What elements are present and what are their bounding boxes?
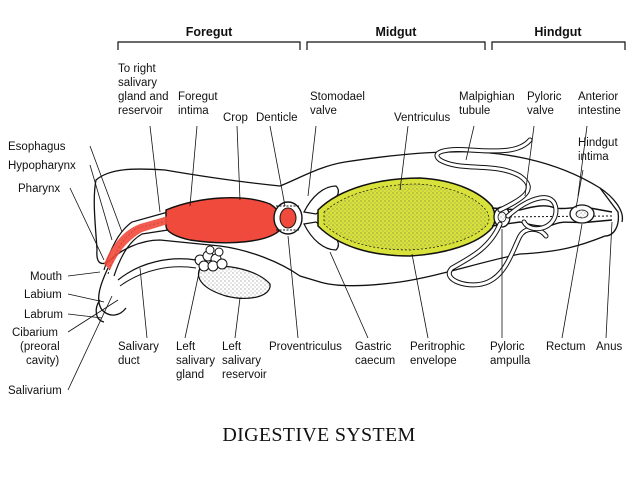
label-left-gland-1: Left <box>176 341 196 353</box>
esophagus-red-band <box>104 216 168 270</box>
label-mouth: Mouth <box>30 271 62 283</box>
labels: To right salivary gland and reservoir Fo… <box>8 63 622 397</box>
label-anterior-2: intestine <box>578 105 621 117</box>
head-lobe <box>98 267 127 316</box>
foregut-bracket <box>117 41 301 50</box>
label-anus: Anus <box>596 341 622 353</box>
salivary-system <box>117 245 271 299</box>
label-hindgut-intima-1: Hindgut <box>578 137 618 149</box>
label-anterior-1: Anterior <box>578 91 618 103</box>
region-brackets <box>117 41 626 50</box>
midgut-header: Midgut <box>376 25 418 39</box>
label-proventriculus: Proventriculus <box>269 341 342 353</box>
label-hypopharynx: Hypopharynx <box>8 160 76 172</box>
label-salivary-2: salivary <box>118 77 157 89</box>
crop <box>165 197 283 244</box>
label-cibarium-3: cavity) <box>26 355 59 367</box>
malpighian-tubules <box>434 137 559 288</box>
label-stomodael-1: Stomodael <box>310 91 365 103</box>
salivary-duct <box>117 258 197 281</box>
label-gastric-1: Gastric <box>355 341 392 353</box>
label-labium: Labium <box>24 289 62 301</box>
label-labrum: Labrum <box>24 309 63 321</box>
label-esophagus: Esophagus <box>8 141 66 153</box>
label-rectum: Rectum <box>546 341 586 353</box>
label-left-gland-2: salivary <box>176 355 215 367</box>
label-peritrophic-2: envelope <box>410 355 457 367</box>
body-outline <box>93 151 624 323</box>
hindgut-header: Hindgut <box>534 25 582 39</box>
label-malpighian-2: tubule <box>459 105 490 117</box>
label-salivary-duct-1: Salivary <box>118 341 159 353</box>
label-left-gland-3: gland <box>176 369 204 381</box>
labrum-lobe <box>95 299 105 323</box>
label-crop: Crop <box>223 112 248 124</box>
leader-lines <box>67 125 613 391</box>
left-salivary-reservoir <box>197 265 271 299</box>
label-stomodael-2: valve <box>310 105 337 117</box>
rectum <box>569 204 595 224</box>
label-salivary-3: gland and <box>118 91 169 103</box>
hindgut-bracket <box>491 41 626 50</box>
label-salivarium: Salivarium <box>8 385 62 397</box>
label-salivary-4: reservoir <box>118 105 163 117</box>
left-salivary-gland <box>194 245 228 272</box>
label-pyloric-ampulla-1: Pyloric <box>490 341 525 353</box>
foregut-header: Foregut <box>186 25 233 39</box>
label-gastric-2: caecum <box>355 355 395 367</box>
label-peritrophic-1: Peritrophic <box>410 341 465 353</box>
label-pyloric-ampulla-2: ampulla <box>490 355 531 367</box>
label-foregut-intima-2: intima <box>178 105 209 117</box>
label-cibarium-1: Cibarium <box>12 327 58 339</box>
diagram-caption: DIGESTIVE SYSTEM <box>222 424 416 446</box>
proventriculus <box>273 201 303 235</box>
label-denticle: Denticle <box>256 112 298 124</box>
label-left-reservoir-2: salivary <box>222 355 261 367</box>
label-malpighian-1: Malpighian <box>459 91 515 103</box>
peritrophic-envelope <box>323 183 490 251</box>
label-left-reservoir-1: Left <box>222 341 242 353</box>
rear-lobe <box>599 187 624 223</box>
label-cibarium-2: (preoral <box>20 341 60 353</box>
label-ventriculus: Ventriculus <box>394 112 451 124</box>
label-foregut-intima-1: Foregut <box>178 91 218 103</box>
digestive-system-diagram: Foregut Midgut Hindgut <box>8 25 626 397</box>
label-pyloric-valve-2: valve <box>527 105 554 117</box>
label-pharynx: Pharynx <box>18 183 60 195</box>
label-hindgut-intima-2: intima <box>578 151 609 163</box>
midgut-bracket <box>306 41 486 50</box>
label-pyloric-valve-1: Pyloric <box>527 91 562 103</box>
label-salivary-1: To right <box>118 63 157 75</box>
label-salivary-duct-2: duct <box>118 355 141 367</box>
label-left-reservoir-3: reservoir <box>222 369 267 381</box>
